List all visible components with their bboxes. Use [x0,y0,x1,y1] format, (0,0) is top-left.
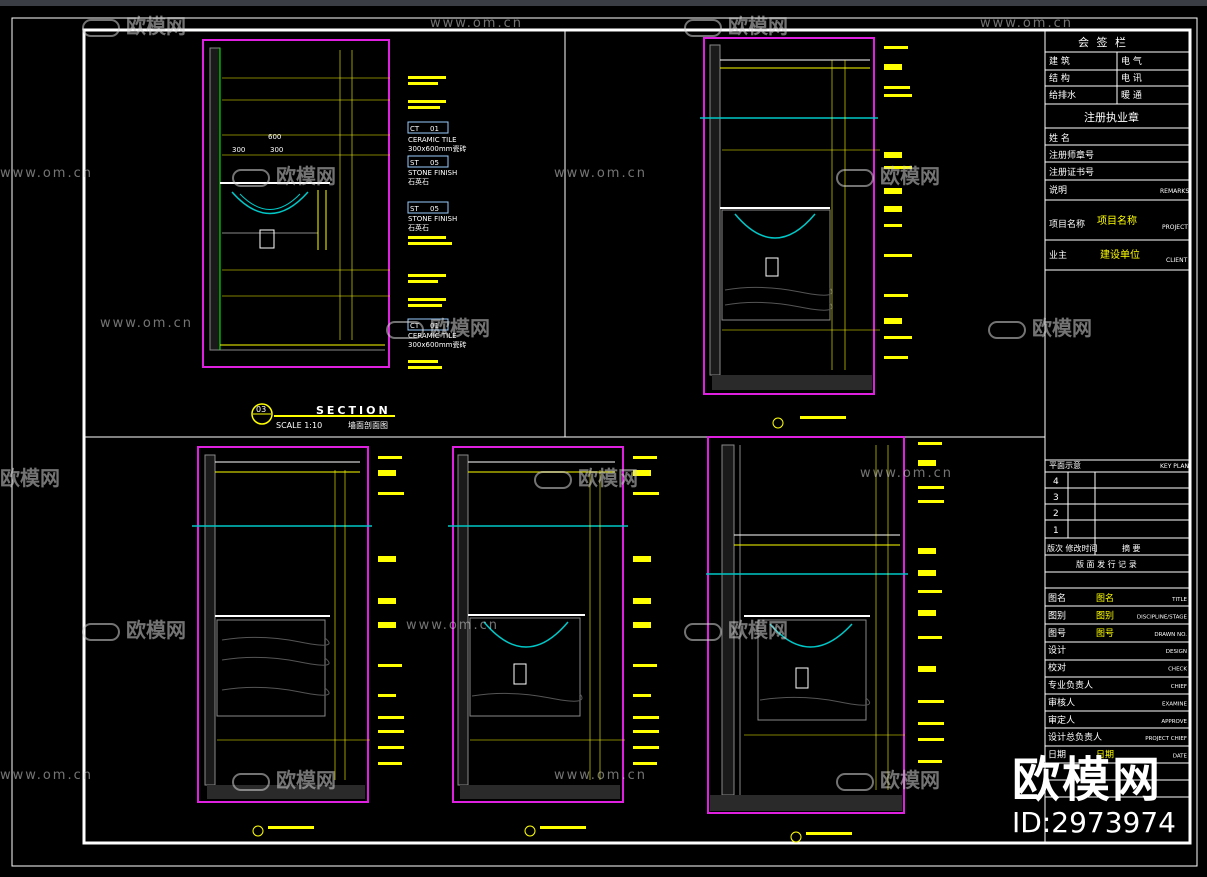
sign-row-3-b: 暖 通 [1121,89,1142,101]
tb-row-en: EXAMINE [1162,701,1187,707]
tb-row-en: CHECK [1168,667,1187,673]
client-en: CLIENT [1166,257,1188,264]
tb-row-en: APPROVE [1161,719,1187,725]
seal-title: 注册执业章 [1084,110,1139,124]
dim-600: 600 [268,133,281,141]
tb-row-en: PROJECT CHIEF [1145,736,1187,742]
client-value: 建设单位 [1100,248,1140,261]
section-drawing-2 [700,37,912,429]
tb-row-value: 图名 [1096,592,1114,604]
tb-row-en: DISCIPLINE/STAGE [1137,614,1188,620]
section-drawing-1 [202,39,390,368]
callout-num-2: 05 [430,159,439,167]
callout-num-3: 05 [430,205,439,213]
seal-row-2: 注册师章号 [1049,149,1094,161]
tb-row-en: DRAWN NO. [1154,632,1187,638]
tb-row-label: 校对 [1048,662,1066,674]
callout-text-4: CERAMIC TILE [408,332,457,340]
callout-text-1: CERAMIC TILE [408,136,457,144]
callout-sub-4: 300x600mm瓷砖 [408,340,467,349]
callout-num-1: 01 [430,125,439,133]
tb-row-en: TITLE [1171,597,1187,603]
brand-overlay: 欧模网 ID:2973974 [1012,752,1176,838]
project-en: PROJECT [1162,224,1188,231]
brand-id: ID:2973974 [1012,806,1176,839]
title-block [1045,51,1190,798]
sign-row-2-b: 电 讯 [1121,72,1142,84]
remarks-en: REMARKS [1160,188,1189,195]
section-name-cn: 墙面剖面图 [348,420,388,430]
tb-row-label: 设计总负责人 [1048,731,1102,743]
dim-300-a: 300 [232,146,245,154]
rev-record: 版 面 发 行 记 录 [1076,559,1137,569]
tb-row-label: 审核人 [1048,696,1075,708]
project-value: 项目名称 [1097,214,1137,227]
seal-row-1: 姓 名 [1049,132,1070,144]
keyplan-en: KEY PLAN [1160,463,1189,470]
callout-sub-2: 石英石 [408,177,429,186]
revision-4: 4 [1053,477,1059,487]
sign-row-1-a: 建 筑 [1049,55,1070,67]
tb-row-en: DESIGN [1166,649,1187,655]
sign-row-3-a: 给排水 [1049,89,1076,101]
callout-num-4: 01 [430,322,439,330]
section-scale: SCALE 1:10 [276,421,322,430]
rev-header-a: 版次 修改时间 [1047,543,1098,553]
tb-row-value: 图别 [1096,610,1114,621]
tb-row-label: 专业负责人 [1048,679,1093,691]
tb-row-value: 图号 [1096,628,1114,639]
section-title: 03 SECTION SCALE 1:10 墙面剖面图 [251,403,395,430]
countersign-title: 会 签 栏 [1078,35,1128,49]
client-label: 业主 [1049,249,1067,261]
dim-300-b: 300 [270,146,283,154]
seal-row-3: 注册证书号 [1049,166,1094,178]
title-block-text: 会 签 栏 建 筑 电 气 结 构 电 讯 给排水 暖 通 注册执业章 姓 名 … [1047,35,1189,569]
tb-row-en: DATE [1173,754,1188,760]
sign-row-1-b: 电 气 [1121,55,1142,67]
tb-row-value: 日期 [1096,750,1114,761]
rev-header-b: 摘 要 [1122,543,1141,553]
section-number: 03 [256,405,266,414]
remarks-label: 说明 [1049,184,1067,196]
section-drawing-4 [448,446,659,837]
brand-logo: 欧模网 [1012,752,1163,808]
section-drawing-3 [192,446,404,837]
tb-row-label: 图名 [1048,592,1066,604]
tb-row-en: CHIEF [1171,684,1187,690]
tb-row-label: 审定人 [1048,714,1075,726]
callout-code-2: ST [410,159,419,167]
tb-row-label: 图别 [1048,610,1066,621]
callout-sub-3: 石英石 [408,223,429,232]
tb-row-label: 图号 [1048,628,1066,639]
title-block-rows: 图名 图名 TITLE 图别 图别 DISCIPLINE/STAGE 图号 图号 DRAWN N… [1048,592,1188,761]
callout-code-1: CT [410,125,420,133]
callout-text-3: STONE FINISH [408,215,457,223]
tb-row-label: 日期 [1048,750,1066,761]
revision-1: 1 [1053,526,1059,536]
tb-row-label: 设计 [1048,644,1066,656]
callout-text-2: STONE FINISH [408,169,457,177]
keyplan-label: 平面示意 [1049,460,1081,470]
revision-3: 3 [1053,493,1059,503]
callout-code-3: ST [410,205,419,213]
project-label: 项目名称 [1049,218,1085,230]
viewer-top-bar [0,0,1207,6]
sheet-outer-frame [11,17,1198,867]
sign-row-2-a: 结 构 [1049,72,1070,84]
section-drawing-5 [706,436,944,843]
callout-code-4: CT [410,322,420,330]
revision-2: 2 [1053,509,1059,519]
callout-group: CT 01 CERAMIC TILE 300x600mm瓷砖 ST 05 STO… [232,76,467,369]
callout-sub-1: 300x600mm瓷砖 [408,144,467,153]
section-title-text: SECTION [316,404,391,417]
